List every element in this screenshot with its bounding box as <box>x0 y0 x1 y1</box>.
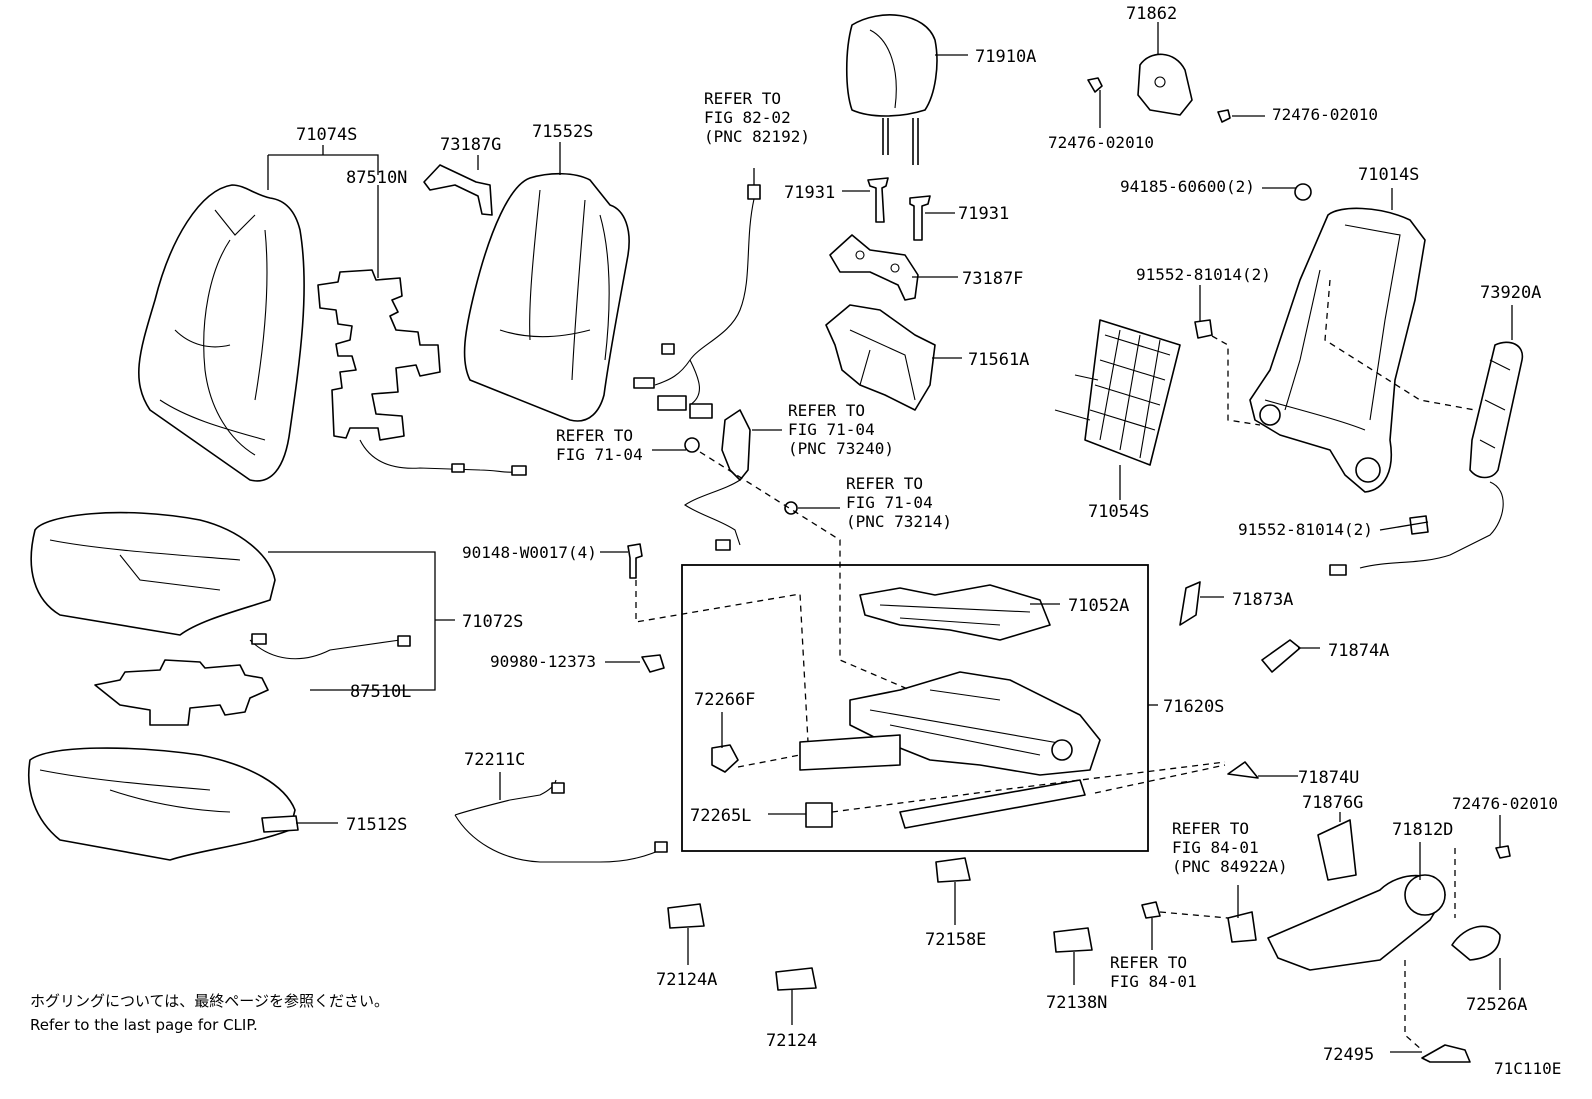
label-71910A: 71910A <box>975 47 1036 67</box>
label-71874A: 71874A <box>1328 641 1389 661</box>
headrest-support-drawings <box>867 177 931 241</box>
label-72211C: 72211C <box>464 750 525 770</box>
label-71072S: 71072S <box>462 612 523 632</box>
label-87510N: 87510N <box>346 168 407 188</box>
label-71873A: 71873A <box>1232 590 1293 610</box>
label-73187F: 73187F <box>962 269 1023 289</box>
label-72124A: 72124A <box>656 970 717 990</box>
shoulder-cover-drawing <box>1137 53 1193 116</box>
diagram-code: 71C110E <box>1494 1059 1561 1078</box>
reference-notes: REFER TO FIG 82-02 (PNC 82192) REFER TO … <box>556 89 1288 991</box>
label-72124: 72124 <box>766 1031 817 1051</box>
refer-71-04-pnc73214-line1: REFER TO <box>846 474 923 493</box>
recliner-cable-drawing <box>454 779 668 863</box>
label-71561A: 71561A <box>968 350 1029 370</box>
label-72158E: 72158E <box>925 930 986 950</box>
lumbar-cable-drawing <box>684 409 798 551</box>
leader-lines <box>267 22 1513 1053</box>
dashed-connection-lines <box>635 279 1476 1051</box>
cushion-pad-drawing <box>28 747 299 861</box>
refer-71-04-pnc73240-line2: FIG 71-04 <box>788 420 875 439</box>
bolt-clip-drawings <box>627 543 665 673</box>
seatback-spring-drawing <box>1054 319 1181 466</box>
label-71620S: 71620S <box>1163 697 1224 717</box>
clip-drawings-bottom <box>667 857 1093 991</box>
screw-drawings-top <box>1087 77 1312 201</box>
label-72138N: 72138N <box>1046 993 1107 1013</box>
cushion-heater-drawing <box>94 633 411 726</box>
refer-71-04-pnc73214-line3: (PNC 73214) <box>846 512 952 531</box>
label-71931-left: 71931 <box>784 183 835 203</box>
bracket-73187F-drawing <box>829 234 919 301</box>
label-72265L: 72265L <box>690 806 751 826</box>
label-90980: 90980-12373 <box>490 652 596 671</box>
label-90148: 90148-W0017(4) <box>462 543 597 562</box>
label-71552S: 71552S <box>532 122 593 142</box>
label-71052A: 71052A <box>1068 596 1129 616</box>
headrest-drawing <box>845 14 938 165</box>
seat-adjuster-box <box>681 564 1149 852</box>
refer-84-01-pnc84922A-line2: FIG 84-01 <box>1172 838 1259 857</box>
label-72495: 72495 <box>1323 1045 1374 1065</box>
refer-71-04-pnc73214-line2: FIG 71-04 <box>846 493 933 512</box>
seatback-cover-drawing <box>138 184 305 482</box>
seat-adjuster-drawing <box>799 584 1101 829</box>
refer-84-01-line1: REFER TO <box>1110 953 1187 972</box>
side-airbag-drawing <box>1329 341 1524 576</box>
label-72266F: 72266F <box>694 690 755 710</box>
refer-84-01-pnc84922A-line1: REFER TO <box>1172 819 1249 838</box>
adjuster-switch-drawings <box>711 744 833 828</box>
label-71512S: 71512S <box>346 815 407 835</box>
right-small-parts-drawings <box>1141 581 1511 1063</box>
seatback-pad-drawing <box>463 172 630 422</box>
footnote-english: Refer to the last page for CLIP. <box>30 1016 258 1034</box>
label-71876G: 71876G <box>1302 793 1363 813</box>
label-72526A: 72526A <box>1466 995 1527 1015</box>
refer-82-02-line2: FIG 82-02 <box>704 108 791 127</box>
label-71074S: 71074S <box>296 125 357 145</box>
refer-84-01-pnc84922A-line3: (PNC 84922A) <box>1172 857 1288 876</box>
label-72476-top-left: 72476-02010 <box>1048 133 1154 152</box>
label-71931-right: 71931 <box>958 204 1009 224</box>
seatback-frame-drawing <box>1194 207 1429 535</box>
label-71054S: 71054S <box>1088 502 1149 522</box>
refer-82-02-line1: REFER TO <box>704 89 781 108</box>
label-72476-right: 72476-02010 <box>1452 794 1558 813</box>
seatback-bracket-drawing <box>423 164 493 216</box>
refer-82-02-line3: (PNC 82192) <box>704 127 810 146</box>
seatback-heater-drawing <box>317 269 527 476</box>
footnotes: ホグリングについては、最終ページを参照ください。 Refer to the la… <box>30 992 389 1034</box>
refer-71-04-pnc73240-line3: (PNC 73240) <box>788 439 894 458</box>
seat-wire-harness-drawing <box>633 184 761 419</box>
refer-71-04-pnc73240-line1: REFER TO <box>788 401 865 420</box>
label-71812D: 71812D <box>1392 820 1453 840</box>
label-91552-upper: 91552-81014(2) <box>1136 265 1271 284</box>
label-72476-top-right: 72476-02010 <box>1272 105 1378 124</box>
cushion-cover-drawing <box>30 511 276 636</box>
part-labels: 71074S 87510N 73187G 71552S 71910A 71862… <box>296 4 1558 1065</box>
label-87510L: 87510L <box>350 682 411 702</box>
label-71874U: 71874U <box>1298 768 1359 788</box>
refer-84-01-line2: FIG 84-01 <box>1110 972 1197 991</box>
label-91552-lower: 91552-81014(2) <box>1238 520 1373 539</box>
label-73187G: 73187G <box>440 135 501 155</box>
label-71862: 71862 <box>1126 4 1177 24</box>
refer-71-04-line2: FIG 71-04 <box>556 445 643 464</box>
footnote-japanese: ホグリングについては、最終ページを参照ください。 <box>30 992 389 1010</box>
refer-71-04-line1: REFER TO <box>556 426 633 445</box>
seatback-board-drawing <box>825 304 936 411</box>
label-94185: 94185-60600(2) <box>1120 177 1255 196</box>
label-73920A: 73920A <box>1480 283 1541 303</box>
label-71014S: 71014S <box>1358 165 1419 185</box>
